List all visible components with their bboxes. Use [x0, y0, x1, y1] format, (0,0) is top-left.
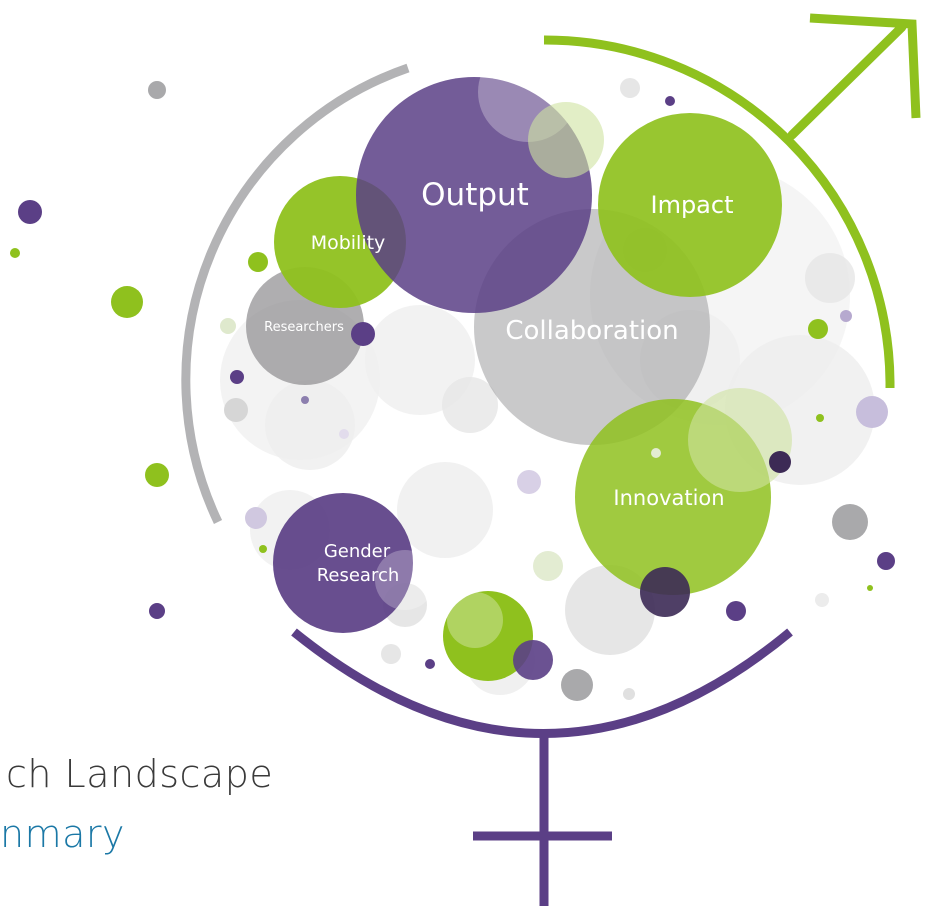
innovation-label: Innovation: [613, 486, 724, 510]
output-label: Output: [421, 177, 529, 213]
male-arrow-icon: [543, 13, 921, 389]
report-title: ch Landscape: [6, 752, 274, 796]
impact-label: Impact: [650, 191, 733, 219]
collaboration-label: Collaboration: [505, 316, 678, 346]
gender-research-label-line1: Gender: [324, 541, 391, 562]
mobility-label: Mobility: [311, 232, 386, 254]
overlay-bubbles: [375, 42, 792, 681]
left-gray-arc: [181, 63, 410, 524]
impact-bubble: [598, 113, 782, 297]
gender-research-bubble: [273, 493, 413, 633]
decorative-dots: [10, 78, 895, 701]
gender-research-label-line2: Research: [317, 565, 400, 586]
report-subtitle: nmary: [0, 812, 125, 856]
female-cross-icon: [291, 628, 793, 906]
researchers-label: Researchers: [264, 320, 344, 335]
